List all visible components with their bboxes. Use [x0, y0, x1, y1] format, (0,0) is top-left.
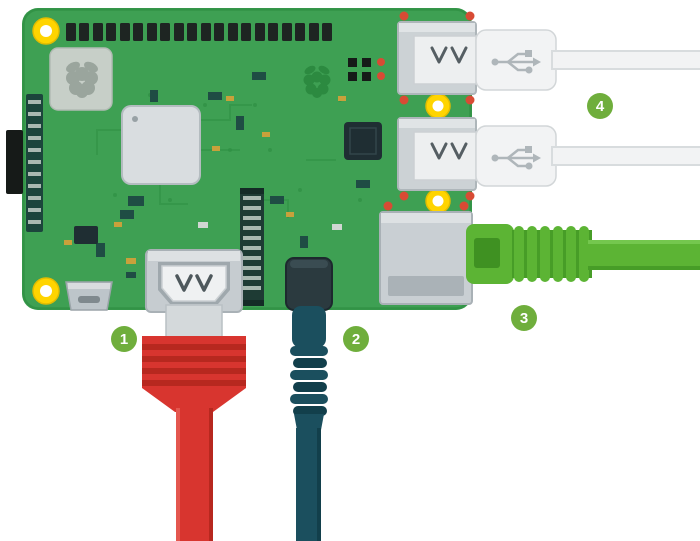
gpio-header: [66, 23, 332, 41]
hdmi-cable: [142, 304, 246, 541]
av-cable-taper: [294, 414, 324, 430]
etched-logo-plate: [49, 47, 113, 111]
solder-pad-icon: [377, 58, 385, 66]
usb-cables: [413, 29, 700, 187]
callout-badge-3: 3: [511, 305, 537, 331]
ethernet-port: [379, 201, 473, 305]
usb-plug-body: [475, 29, 557, 91]
ethernet-cable-wire: [588, 240, 700, 270]
usb-plug-shield: [413, 131, 477, 181]
cable-boot-ribs: [514, 226, 589, 282]
hdmi-cable-wire: [176, 408, 213, 541]
rj45-clip: [474, 238, 500, 268]
usb-cable-wire: [551, 50, 700, 70]
badge-circle: [587, 93, 613, 119]
hdmi-plug-neck: [165, 304, 223, 340]
badge-number: 3: [520, 310, 528, 327]
solder-pad-icon: [383, 201, 393, 211]
usb-contact-marks: [430, 142, 468, 160]
av-cable-wire: [296, 428, 321, 541]
av-cable: [290, 306, 328, 541]
callout-badge-2: 2: [343, 326, 369, 352]
pcb: [22, 8, 472, 310]
hdmi-port: [145, 249, 243, 313]
callout-badge-4: 4: [587, 93, 613, 119]
usb-plug-body: [475, 125, 557, 187]
badge-number: 1: [120, 331, 128, 348]
ethernet-cable: [466, 224, 700, 284]
micro-usb-power-port: [65, 281, 113, 311]
badge-circle: [511, 305, 537, 331]
av-plug-body: [292, 306, 326, 348]
raspberry-pi-board: [6, 8, 472, 311]
badge-number: 2: [352, 331, 360, 348]
badge-number: 4: [596, 98, 605, 115]
hdmi-contact-marks: [175, 274, 213, 292]
side-connector: [6, 130, 23, 194]
usb-trident-icon: [491, 146, 541, 170]
raspberry-logo-icon: [66, 61, 98, 98]
av-plug-ridges: [290, 346, 328, 416]
wireless-chip: [344, 122, 382, 160]
usb-cable-wire: [551, 146, 700, 166]
usb-cable-bottom: [413, 125, 700, 187]
solder-pad-icon: [459, 201, 469, 211]
chip-pin1-dot: [132, 116, 138, 122]
callout-badge-1: 1: [111, 326, 137, 352]
solder-pad-icon: [377, 72, 385, 80]
usb-solder-pads: [399, 11, 475, 201]
av-jack-port: [285, 257, 333, 311]
usb-trident-icon: [491, 50, 541, 74]
usb-contact-marks: [430, 46, 468, 64]
badge-circle: [111, 326, 137, 352]
hdmi-plug-ridges: [142, 344, 246, 386]
cable-boot-base: [512, 230, 592, 278]
badge-circle: [343, 326, 369, 352]
usb-plug-shield: [413, 35, 477, 85]
callout-badges: 1 2 3 4: [111, 93, 613, 352]
soc-chip: [121, 105, 201, 185]
poe-header-pins: [348, 58, 371, 81]
hdmi-plug-tongue: [161, 265, 227, 302]
dsi-connector: [26, 94, 43, 232]
usb-cable-top: [413, 29, 700, 91]
display-ribbon-connector: [240, 188, 264, 306]
silkscreen-raspberry-icon: [303, 65, 331, 98]
